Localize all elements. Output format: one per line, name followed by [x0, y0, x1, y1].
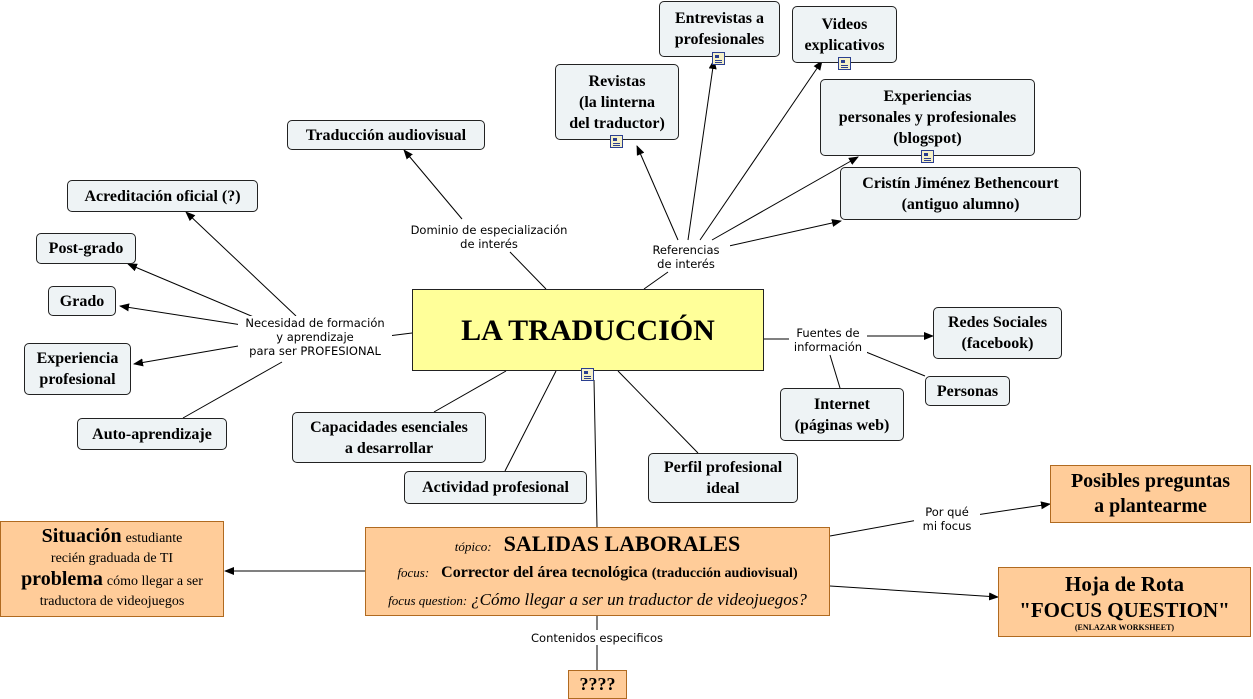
central-concept[interactable]: LA TRADUCCIÓN — [412, 289, 764, 371]
node-capacidades-esenciales[interactable]: Capacidades esenciales a desarrollar — [292, 412, 486, 463]
link-contenidos: Contenidos especificos — [522, 631, 672, 645]
document-icon[interactable] — [610, 135, 623, 148]
line-ref-revistas — [636, 145, 679, 241]
node-hoja-de-rota[interactable]: Hoja de Rota "FOCUS QUESTION" (ENLAZAR W… — [998, 567, 1251, 637]
node-experiencia-profesional[interactable]: Experiencia profesional — [24, 343, 131, 395]
line-necesidad-acreditacion — [185, 211, 297, 317]
line-fuentes-internet — [829, 354, 841, 389]
document-icon[interactable] — [838, 57, 851, 70]
focus-box-salidas[interactable]: tópico: SALIDAS LABORALES focus: Correct… — [365, 527, 830, 616]
line-center-salidas — [593, 379, 598, 528]
focus-question: ¿Cómo llegar a ser un traductor de video… — [471, 589, 807, 609]
node-redes-sociales[interactable]: Redes Sociales (facebook) — [933, 307, 1062, 359]
line-center-dominio — [509, 251, 547, 290]
node-actividad-profesional[interactable]: Actividad profesional — [404, 471, 587, 504]
line-necesidad-auto — [182, 361, 283, 419]
line-center-capacidades — [433, 370, 507, 413]
central-concept-title: LA TRADUCCIÓN — [461, 313, 715, 347]
node-situacion-problema[interactable]: Situación estudiante recién graduada de … — [0, 521, 224, 617]
node-videos[interactable]: Videos explicativos — [792, 6, 897, 63]
node-personas[interactable]: Personas — [925, 376, 1010, 406]
document-icon[interactable] — [921, 150, 934, 163]
node-perfil-profesional[interactable]: Perfil profesional ideal — [648, 453, 798, 503]
line-ref-experiencias — [711, 156, 859, 241]
line-salidas-porque — [829, 519, 919, 537]
line-necesidad-grado — [119, 303, 243, 326]
node-auto-aprendizaje[interactable]: Auto-aprendizaje — [77, 418, 227, 450]
node-grado[interactable]: Grado — [48, 286, 116, 316]
line-center-necesidad — [387, 332, 413, 337]
line-center-actividad — [504, 370, 557, 472]
node-internet[interactable]: Internet (páginas web) — [780, 388, 904, 441]
line-ref-cristin — [719, 219, 842, 249]
line-necesidad-postgrado — [127, 263, 257, 319]
line-salidas-hoja — [829, 585, 999, 601]
line-dominio-audiovisual — [403, 149, 463, 220]
line-ref-videos — [699, 60, 823, 241]
node-traduccion-audiovisual[interactable]: Traducción audiovisual — [287, 120, 485, 150]
node-posibles-preguntas[interactable]: Posibles preguntas a plantearme — [1050, 465, 1251, 523]
node-revistas[interactable]: Revistas (la linterna del traductor) — [555, 64, 679, 140]
line-porque-posibles — [975, 501, 1051, 516]
line-center-referencias — [643, 271, 669, 290]
line-necesidad-experiencia — [133, 344, 245, 367]
node-experiencias[interactable]: Experiencias personales y profesionales … — [820, 79, 1035, 156]
node-post-grado[interactable]: Post-grado — [36, 233, 136, 264]
worksheet-link[interactable]: (ENLAZAR WORKSHEET) — [1074, 623, 1175, 632]
line-center-perfil — [617, 370, 699, 454]
topic-title: SALIDAS LABORALES — [503, 530, 741, 556]
node-unknown[interactable]: ???? — [568, 670, 627, 699]
node-cristin[interactable]: Cristín Jiménez Bethencourt (antiguo alu… — [840, 167, 1081, 220]
node-entrevistas[interactable]: Entrevistas a profesionales — [659, 1, 780, 57]
node-acreditacion-oficial[interactable]: Acreditación oficial (?) — [67, 180, 258, 212]
line-fuentes-personas — [865, 351, 926, 377]
document-icon[interactable] — [712, 52, 725, 65]
line-ref-entrevistas — [687, 59, 717, 241]
document-icon[interactable] — [581, 368, 594, 381]
